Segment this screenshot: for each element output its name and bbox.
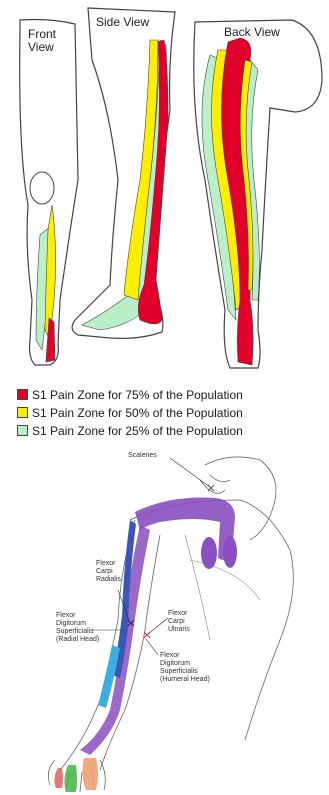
side-view-label: Side View xyxy=(96,16,149,29)
legend-item-50: S1 Pain Zone for 50% of the Population xyxy=(17,406,243,420)
front-view-label: Front View xyxy=(28,28,56,54)
arm-outline xyxy=(60,520,160,770)
label-scalenes: Scalenes xyxy=(128,452,157,460)
orange-hand-zone xyxy=(82,758,98,790)
neck-outline xyxy=(200,475,230,493)
legend-item-25: S1 Pain Zone for 25% of the Population xyxy=(17,424,243,438)
leader-fds-humeral xyxy=(146,639,158,655)
label-fds-humeral-head: Flexor Digitorum Superficialis (Humeral … xyxy=(160,652,210,684)
arm-referral-diagram: Scalenes Flexor Carpi Radialis Flexor Ca… xyxy=(0,440,329,795)
legend-swatch-green xyxy=(17,425,28,436)
legend-swatch-red xyxy=(17,389,28,400)
legend-swatch-yellow xyxy=(17,407,28,418)
red-finger-zone xyxy=(54,768,63,788)
label-flexor-carpi-radialis: Flexor Carpi Radialis xyxy=(96,560,121,584)
green-finger-zone xyxy=(64,765,77,792)
leader-scalenes xyxy=(170,458,210,487)
label-flexor-carpi-ulnaris: Flexor Carpi Ulnaris xyxy=(168,610,190,634)
leader-fcu xyxy=(148,618,168,634)
legs-illustration xyxy=(0,0,329,440)
purple-spot-1 xyxy=(201,537,217,569)
legend-item-75: S1 Pain Zone for 75% of the Population xyxy=(17,388,243,402)
s1-pain-diagram: Front View Side View Back View S1 Pain Z… xyxy=(0,0,329,440)
shoulder-outline xyxy=(130,500,293,740)
arm-illustration xyxy=(0,440,329,795)
back-view-label: Back View xyxy=(224,26,280,39)
label-fds-radial-head: Flexor Digitorum Superficialis (Radial H… xyxy=(56,612,99,644)
purple-shoulder-band xyxy=(135,498,235,560)
purple-spot-2 xyxy=(223,536,237,568)
